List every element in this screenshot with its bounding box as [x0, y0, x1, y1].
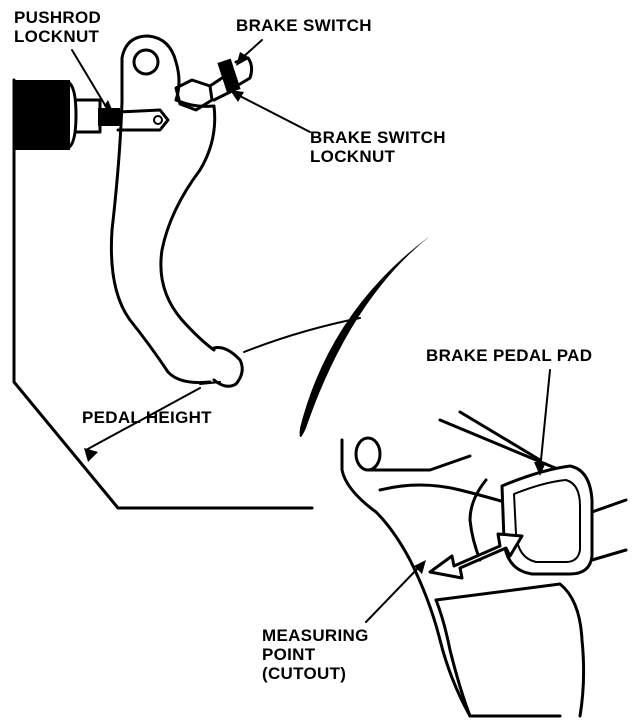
measuring-point-leader [365, 565, 421, 623]
measuring-point-line-2: POINT [262, 645, 316, 664]
pushrod-locknut-leader [71, 49, 109, 111]
measuring-point-label: MEASURING POINT (CUTOUT) [262, 626, 369, 683]
pedal-arm [109, 34, 244, 388]
pushrod-assembly [98, 108, 170, 132]
pushrod-locknut-line-2: LOCKNUT [14, 27, 100, 46]
brake-switch-label: BRAKE SWITCH [236, 16, 372, 35]
brake-switch [174, 56, 254, 112]
brake-switch-locknut-line-2: LOCKNUT [310, 147, 396, 166]
pushrod-locknut-line-1: PUSHROD [14, 8, 102, 27]
brake-switch-locknut-label: BRAKE SWITCH LOCKNUT [310, 128, 446, 166]
brake-pedal-pad-label: BRAKE PEDAL PAD [426, 346, 593, 365]
measuring-point-line-3: (CUTOUT) [262, 664, 347, 683]
brake-switch-leader [241, 39, 263, 59]
pushrod-locknut-label: PUSHROD LOCKNUT [14, 8, 101, 46]
brake-pedal-pad-leader [539, 369, 551, 471]
brake-booster [14, 80, 102, 150]
pedal-detail [340, 410, 628, 718]
brake-switch-locknut-line-1: BRAKE SWITCH [310, 128, 446, 147]
measuring-point-line-1: MEASURING [262, 626, 369, 645]
firewall-outline [12, 78, 314, 510]
pedal-height-leader [85, 387, 201, 451]
brake-switch-locknut-leader [235, 93, 311, 133]
pedal-height-label: PEDAL HEIGHT [82, 408, 212, 427]
zoom-swoosh [299, 236, 430, 437]
